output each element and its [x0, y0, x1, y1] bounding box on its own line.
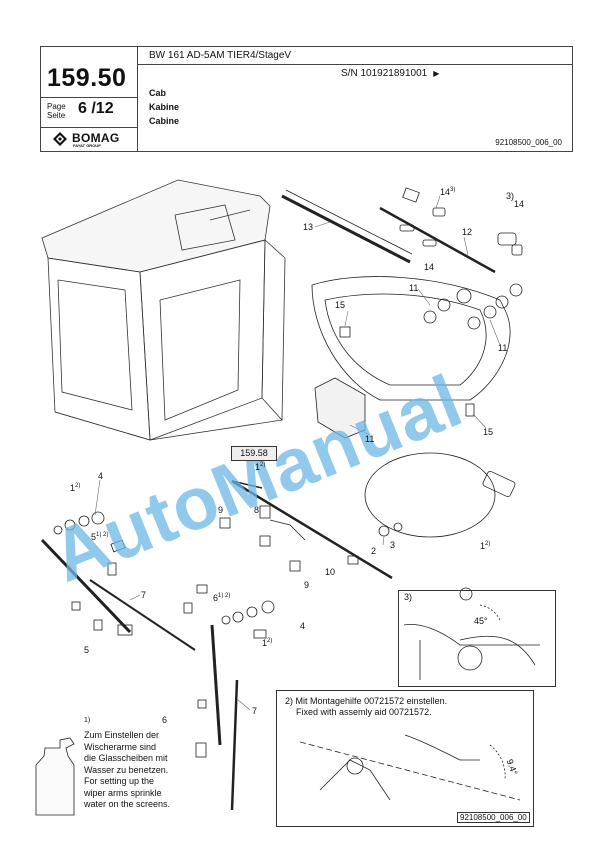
note-1-line: Wischerarme sind	[84, 741, 157, 752]
note-2-en: Fixed with assemly aid 00721572.	[296, 707, 432, 717]
label-3a: 3)	[506, 191, 515, 201]
label-12: 12	[462, 227, 473, 237]
label-7a: 7	[141, 590, 147, 600]
page-current: 6	[78, 100, 87, 117]
label-1-right: 12)	[480, 541, 491, 551]
label-1-left: 12)	[70, 483, 81, 493]
wiper-blade-top	[281, 189, 413, 264]
hoses	[219, 505, 359, 572]
serial-text: S/N 101921891001	[341, 68, 428, 79]
label-5b: 5	[84, 645, 90, 655]
label-2: 2	[371, 546, 377, 556]
note-1-line: water on the screens.	[84, 799, 171, 809]
label-11c: 11	[365, 434, 375, 444]
note-1-mark: 1)	[84, 717, 91, 724]
note-1-line: For setting up the	[84, 776, 155, 786]
page-title: Cab Kabine Cabine	[149, 86, 179, 128]
brand-subtitle: FAYAT GROUP	[73, 143, 101, 148]
bomag-diamond-icon	[53, 132, 67, 146]
detail-3-label: 3)	[404, 592, 413, 602]
divider	[41, 127, 137, 128]
label-15a: 15	[335, 300, 346, 310]
section-number: 159.50	[47, 64, 127, 92]
page-number: 6 /12	[78, 100, 114, 118]
rear-panel	[311, 276, 511, 401]
reference-box[interactable]: 159.58	[231, 446, 277, 461]
label-9b: 9	[304, 580, 310, 590]
brand-logo: BOMAG FAYAT GROUP	[51, 131, 131, 149]
title-en: Cab	[149, 88, 167, 98]
angle-45: 45°	[474, 616, 488, 626]
label-10: 10	[325, 567, 336, 577]
label-13: 13	[303, 222, 314, 232]
divider	[137, 47, 138, 151]
label-6b: 6	[162, 715, 168, 725]
label-7b: 7	[252, 706, 258, 716]
exploded-view-drawing	[35, 179, 540, 816]
header-box: BW 161 AD-5AM TIER4/StageV S/N 101921891…	[40, 46, 573, 152]
figure-reference: 92108500_006_00	[495, 138, 562, 147]
note-1-line: die Glasscheiben mit	[84, 753, 168, 763]
label-8: 8	[254, 505, 260, 515]
label-9a: 9	[218, 505, 224, 515]
detail-3-box	[398, 590, 556, 687]
label-4b: 4	[300, 621, 306, 631]
linkage-rod	[231, 479, 393, 580]
cap-15a	[339, 326, 351, 338]
bottom-figure-reference: 92108500_006_00	[457, 812, 530, 823]
note-2-de: 2) Mit Montagehilfe 00721572 einstellen.	[285, 696, 448, 706]
label-4a: 4	[98, 471, 104, 481]
label-14b: 14	[514, 199, 525, 209]
serial-number: S/N 101921891001 ▶	[341, 68, 439, 79]
page-label-en: Seite	[47, 111, 66, 120]
lower-wiper	[183, 584, 275, 811]
label-3b: 3	[390, 540, 396, 550]
cab-frame	[41, 179, 286, 441]
note-1-line: Zum Einstellen der	[84, 730, 160, 740]
brand-name: BOMAG	[72, 131, 120, 145]
label-6a: 61) 2)	[213, 593, 231, 603]
note-2-box	[276, 690, 534, 827]
left-wiper	[40, 511, 196, 651]
label-14c: 14	[424, 262, 435, 272]
divider	[41, 97, 137, 98]
play-icon: ▶	[433, 69, 440, 78]
label-5a: 51) 2)	[91, 532, 109, 542]
divider	[137, 64, 572, 65]
note-2: 2) Mit Montagehilfe 00721572 einstellen.…	[285, 696, 447, 718]
title-de: Kabine	[149, 102, 180, 112]
caps-14	[399, 207, 523, 256]
note2-drawing	[299, 734, 521, 801]
label-1-top: 12)	[255, 462, 266, 472]
detail3-drawing	[403, 587, 540, 680]
cap-15b	[465, 403, 475, 417]
label-11a: 11	[409, 283, 419, 293]
page-label-de: Page	[47, 102, 66, 111]
title-fr: Cabine	[149, 116, 180, 126]
leader-lines	[94, 195, 501, 711]
model-name: BW 161 AD-5AM TIER4/StageV	[149, 50, 292, 61]
motor-housing	[314, 377, 366, 439]
note-1-line: Wasser zu benetzen.	[84, 764, 169, 775]
label-15b: 15	[483, 427, 494, 437]
note-1: Zum Einstellen der Wischerarme sind die …	[84, 730, 170, 811]
page-label: Page Seite	[47, 102, 66, 120]
label-1-mid: 12)	[262, 638, 273, 648]
label-14a: 143)	[440, 187, 456, 197]
spray-bottle	[35, 737, 75, 816]
bearings-11	[423, 283, 523, 330]
label-11b: 11	[498, 343, 508, 353]
note-1-line: wiper arms sprinkle	[84, 787, 162, 798]
wiper-arm-top	[379, 187, 496, 274]
page-total: /12	[91, 100, 114, 117]
